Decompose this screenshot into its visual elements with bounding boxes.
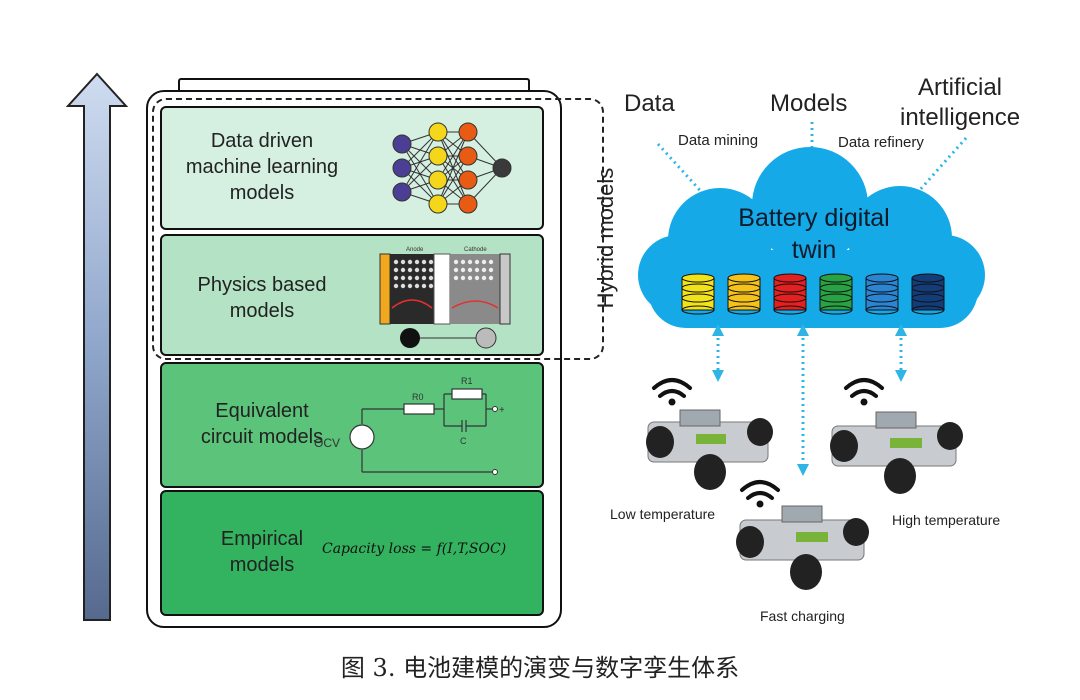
car-fast [736,505,869,590]
ai-label-line1: Artificial [918,74,1003,101]
data-mining-label: Data mining [678,132,759,149]
cathode-label: Cathode [464,247,487,253]
database-icons [681,273,945,315]
fast-charging-label: Fast charging [760,608,845,624]
block-label-line: models [229,182,295,204]
database-icon [727,273,761,315]
block-label-line: circuit models [200,426,324,448]
block-label-line: models [229,300,295,322]
car-high [830,411,963,494]
r0-label: R0 [412,392,424,402]
block-label-line: Empirical [220,528,304,550]
plus-label: + [499,405,504,416]
database-icon [865,273,899,315]
cloud-title-line1: Battery digital [738,204,890,232]
data-label: Data [624,90,675,117]
block-data-driven-ml: Data driven machine learning models [160,106,544,230]
database-icon [819,273,853,315]
high-temperature-label: High temperature [892,512,1001,528]
up-arrow-icon [65,72,129,621]
database-icon [773,273,807,315]
ai-label-line2: intelligence [900,104,1021,131]
capacity-loss-formula: Capacity loss = f(I,T,SOC) [322,541,507,557]
database-icon [681,273,715,315]
block-label-line: Equivalent [215,400,309,422]
anode-label: Anode [406,247,424,253]
block-label-line: machine learning [185,156,339,178]
database-row [678,272,958,316]
digital-twin-cloud [638,122,985,590]
block-label-line: Data driven [210,130,314,152]
car-low [646,409,773,490]
data-refinery-label: Data refinery [838,134,924,151]
hybrid-models-box [152,98,604,360]
database-icon [911,273,945,315]
cloud-title-line2: twin [791,236,837,264]
neural-network-icon [392,122,512,214]
block-physics-based: Physics based models Anode Cathode [160,234,544,356]
block-empirical: Empirical models Capacity loss = f(I,T,S… [160,490,544,616]
figure-caption: 图 3. 电池建模的演变与数字孪生体系 [340,654,740,682]
block-label-line: Physics based [197,274,327,296]
models-label: Models [770,90,848,117]
c-label: C [460,436,467,446]
ocv-label: OCV [314,436,341,450]
block-equivalent-circuit: Equivalent circuit models R0 R1 C + [160,362,544,488]
circuit-diagram-icon: R0 R1 C + [349,376,504,475]
electrode-schematic-icon: Anode Cathode [379,247,511,349]
low-temperature-label: Low temperature [610,506,716,522]
block-label-line: models [229,554,295,576]
r1-label: R1 [461,376,473,386]
